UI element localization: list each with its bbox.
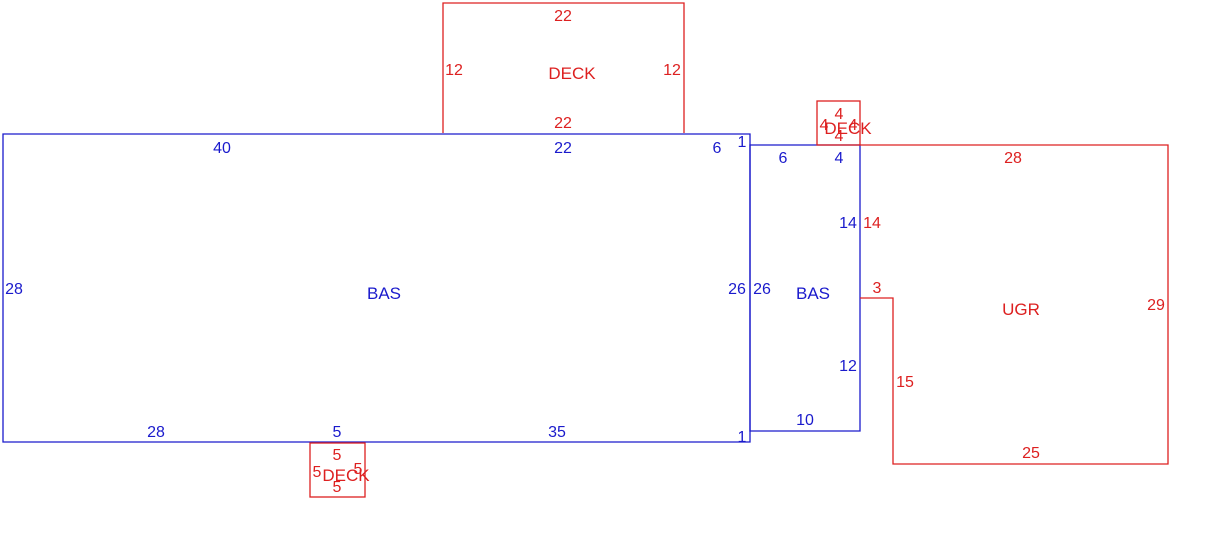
- dim-label: 4: [849, 117, 858, 134]
- bas-right-label: BAS: [796, 284, 830, 303]
- dim-label: 5: [313, 464, 322, 481]
- deck-bottom-outline: [309, 442, 366, 498]
- ugr-label: UGR: [1002, 300, 1040, 319]
- dim-label: 28: [5, 281, 23, 298]
- dim-label: 40: [213, 140, 231, 157]
- dim-label: 10: [796, 412, 814, 429]
- dim-label: 25: [1022, 445, 1040, 462]
- dim-label: 5: [333, 447, 342, 464]
- dim-label: 26: [753, 281, 771, 298]
- ugr-outline: [860, 144, 1169, 465]
- dim-label: 6: [713, 140, 722, 157]
- dim-label: 3: [873, 280, 882, 297]
- dim-label: 1: [738, 134, 747, 151]
- dim-label: 5: [354, 461, 363, 478]
- deck-top-outline: [442, 2, 685, 133]
- dim-label: 29: [1147, 297, 1165, 314]
- deck-bottom-label: DECK: [322, 466, 370, 485]
- dim-label: 4: [820, 117, 829, 134]
- dim-label: 35: [548, 424, 566, 441]
- dim-label: 4: [835, 150, 844, 167]
- dim-label: 22: [554, 8, 572, 25]
- dim-label: 26: [728, 281, 746, 298]
- dim-label: 6: [779, 150, 788, 167]
- dim-label: 4: [835, 106, 844, 123]
- dim-label: 15: [896, 374, 914, 391]
- dim-label: 28: [1004, 150, 1022, 167]
- dim-label: 14: [863, 215, 881, 232]
- bas-main-label: BAS: [367, 284, 401, 303]
- dim-label: 14: [839, 215, 857, 232]
- dim-label: 5: [333, 479, 342, 496]
- dim-label: 22: [554, 115, 572, 132]
- dim-label: 4: [835, 128, 844, 145]
- deck-small-top-outline: [816, 100, 861, 146]
- dim-label: 12: [663, 62, 681, 79]
- deck-top-label: DECK: [548, 64, 596, 83]
- dim-label: 28: [147, 424, 165, 441]
- dim-label: 22: [554, 140, 572, 157]
- dim-label: 12: [839, 358, 857, 375]
- deck-small-top-label: DECK: [824, 119, 872, 138]
- dim-label: 5: [333, 424, 342, 441]
- dim-label: 12: [445, 62, 463, 79]
- bas-main-outline: [2, 133, 751, 443]
- dim-label: 1: [738, 429, 747, 446]
